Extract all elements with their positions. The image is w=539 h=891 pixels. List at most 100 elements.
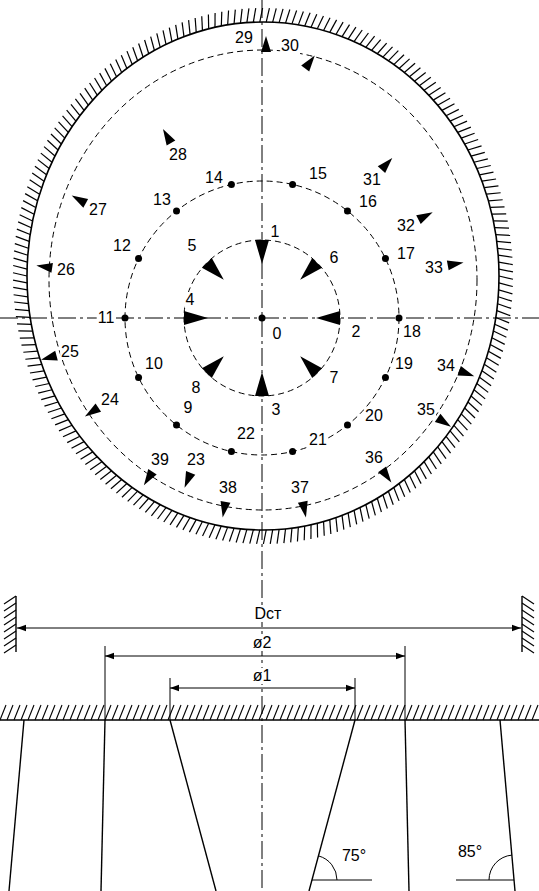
- hatch-tick: [4, 624, 16, 632]
- hatch-tick: [17, 323, 31, 325]
- hole-number: 28: [168, 147, 188, 163]
- hatch-tick: [183, 518, 190, 530]
- hole-number: 33: [424, 260, 444, 276]
- hatch-tick: [360, 508, 363, 522]
- hatch-tick: [385, 705, 391, 720]
- hole-number: 1: [270, 224, 281, 240]
- hatch-tick: [496, 317, 509, 322]
- hatch-tick: [388, 491, 393, 505]
- hatch-tick: [399, 484, 405, 497]
- hatch-tick: [266, 8, 269, 22]
- hatch-tick: [461, 414, 471, 424]
- hatch-tick: [63, 705, 69, 720]
- wall-hatch: [4, 596, 534, 653]
- hatch-tick: [111, 479, 122, 488]
- hatch-tick: [4, 603, 16, 611]
- inclined-hole: [261, 36, 271, 52]
- dimension-label: ø1: [252, 668, 273, 684]
- hatch-tick: [438, 447, 446, 459]
- hatch-tick: [348, 513, 350, 527]
- hatch-tick: [240, 9, 242, 23]
- hatch-tick: [151, 505, 160, 516]
- hole-number: 14: [204, 170, 224, 186]
- hatch-tick: [532, 705, 538, 720]
- hole-number: 29: [234, 30, 254, 46]
- hatch-tick: [323, 521, 325, 535]
- hatch-tick: [18, 330, 32, 331]
- hole-number: 31: [362, 172, 382, 188]
- hatch-tick: [196, 521, 202, 534]
- hatch-tick: [35, 705, 41, 720]
- hatch-tick: [71, 104, 80, 115]
- vertical-hole: [135, 374, 142, 381]
- inclined-hole: [447, 261, 464, 271]
- dimension-label: Dст: [254, 606, 283, 622]
- hatch-tick: [231, 705, 237, 720]
- vertical-hole: [228, 448, 235, 455]
- hatch-tick: [286, 10, 290, 24]
- hatch-tick: [377, 498, 381, 512]
- center-line: [0, 318, 539, 319]
- hatch-tick: [91, 705, 97, 720]
- vertical-hole: [289, 448, 296, 455]
- hatch-tick: [266, 705, 272, 720]
- hole-number: 30: [280, 38, 300, 54]
- hatch-tick: [234, 10, 235, 24]
- hatch-tick: [488, 200, 502, 201]
- hatch-tick: [95, 466, 107, 474]
- hole-number: 39: [150, 452, 170, 468]
- hatch-tick: [51, 414, 64, 419]
- hatch-tick: [498, 255, 512, 257]
- hatch-tick: [30, 371, 44, 373]
- hatch-tick: [297, 527, 299, 541]
- hatch-tick: [427, 705, 433, 720]
- hatch-tick: [4, 596, 16, 604]
- inclined-hole: [144, 469, 157, 485]
- vertical-hole: [382, 255, 389, 262]
- hole-line: [9, 720, 24, 891]
- hatch-tick: [229, 528, 234, 541]
- hatch-tick: [260, 8, 263, 22]
- hatch-tick: [468, 402, 479, 412]
- hatch-tick: [49, 705, 55, 720]
- dimension-line: [105, 656, 405, 657]
- dimension-line: [170, 688, 355, 689]
- hatch-tick: [147, 705, 153, 720]
- hatch-tick: [496, 234, 510, 236]
- hatch-tick: [35, 166, 47, 175]
- hatch-tick: [518, 705, 524, 720]
- hatch-tick: [414, 471, 421, 484]
- hatch-tick: [504, 705, 510, 720]
- hatch-tick: [482, 179, 496, 181]
- hole-number: 7: [329, 370, 340, 386]
- hatch-tick: [170, 513, 178, 525]
- hatch-tick: [284, 529, 286, 543]
- angle-reference: [456, 880, 514, 881]
- hatch-tick: [23, 351, 37, 352]
- hatch-tick: [366, 505, 369, 519]
- hatch-tick: [471, 396, 482, 405]
- hatch-tick: [4, 617, 16, 625]
- hatch-tick: [493, 220, 507, 221]
- hatch-tick: [13, 265, 27, 269]
- hatch-tick: [522, 596, 534, 604]
- hatch-tick: [35, 384, 49, 387]
- hatch-tick: [20, 215, 33, 221]
- vertical-hole: [228, 181, 235, 188]
- hatch-tick: [133, 495, 143, 505]
- hatch-tick: [106, 475, 117, 484]
- hole-number: 11: [97, 310, 116, 326]
- hatch-tick: [14, 295, 28, 297]
- hatch-tick: [0, 705, 6, 720]
- hatch-tick: [499, 283, 513, 287]
- hatch-tick: [477, 165, 491, 168]
- hole-number: 0: [272, 326, 283, 342]
- hatch-tick: [32, 173, 44, 181]
- hatch-tick: [84, 705, 90, 720]
- hatch-tick: [292, 10, 297, 23]
- hatch-tick: [446, 436, 455, 447]
- hatch-tick: [270, 530, 272, 544]
- hole-number: 26: [56, 262, 76, 278]
- hatch-tick: [484, 186, 498, 188]
- hatch-tick: [263, 530, 266, 544]
